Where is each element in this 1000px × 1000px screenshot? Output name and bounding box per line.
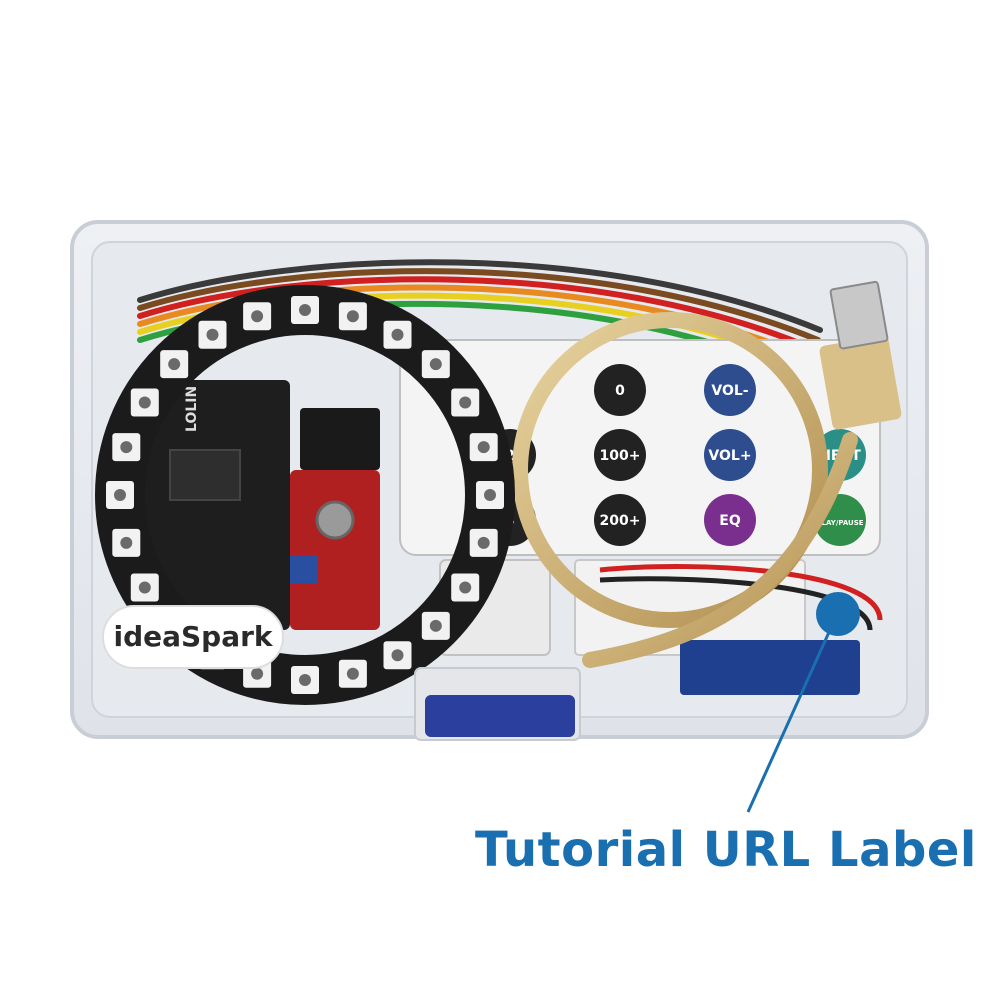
remote-button-label: VOL-: [711, 383, 748, 399]
remote-button: [704, 494, 756, 546]
sound-sensor-board: [290, 470, 380, 630]
tutorial-url-label-callout: Tutorial URL Label: [475, 822, 977, 878]
led-chip: [346, 667, 359, 680]
microcontroller-board: LOLIN: [145, 380, 290, 630]
remote-button-label: 0: [615, 383, 625, 399]
led-chip: [391, 328, 404, 341]
led-chip: [251, 310, 264, 323]
led-chip: [484, 489, 496, 501]
led-chip: [477, 536, 490, 549]
brand-sticker: ideaSpark: [102, 605, 284, 669]
led-ring: [95, 285, 515, 705]
remote-button: [704, 364, 756, 416]
led-chip: [120, 536, 133, 549]
remote-button-label: EQ: [719, 513, 741, 529]
usb-cable: [512, 280, 902, 668]
led-chip: [299, 674, 311, 686]
case-latch: [414, 667, 581, 741]
led-chip: [168, 358, 181, 371]
remote-button-label: VOL+: [708, 448, 751, 464]
remote-button: [594, 494, 646, 546]
led-chip: [206, 328, 219, 341]
remote-button-label: PLAY/PAUSE: [816, 519, 863, 527]
led-chip: [138, 396, 151, 409]
led-chip: [459, 396, 472, 409]
led-chip: [120, 441, 133, 454]
led-chip: [251, 667, 264, 680]
remote-button: [594, 429, 646, 481]
remote-button: [704, 429, 756, 481]
led-chip: [477, 441, 490, 454]
relay-module: [680, 640, 860, 695]
led-chip: [391, 649, 404, 662]
led-dots: [106, 296, 504, 694]
board-label: LOLIN: [184, 386, 200, 432]
led-chip: [299, 304, 311, 316]
led-chip: [346, 310, 359, 323]
led-chip: [429, 619, 442, 632]
ir-receiver-module: [300, 408, 380, 470]
led-chip: [429, 358, 442, 371]
remote-button-label: 100+: [600, 448, 641, 464]
led-chip: [138, 581, 151, 594]
led-chip: [459, 581, 472, 594]
remote-button-label: 200+: [600, 513, 641, 529]
brand-logo-text: ideaSpark: [113, 620, 273, 653]
remote-button: [594, 364, 646, 416]
led-chip: [114, 489, 126, 501]
annotation-callout: [746, 592, 860, 813]
